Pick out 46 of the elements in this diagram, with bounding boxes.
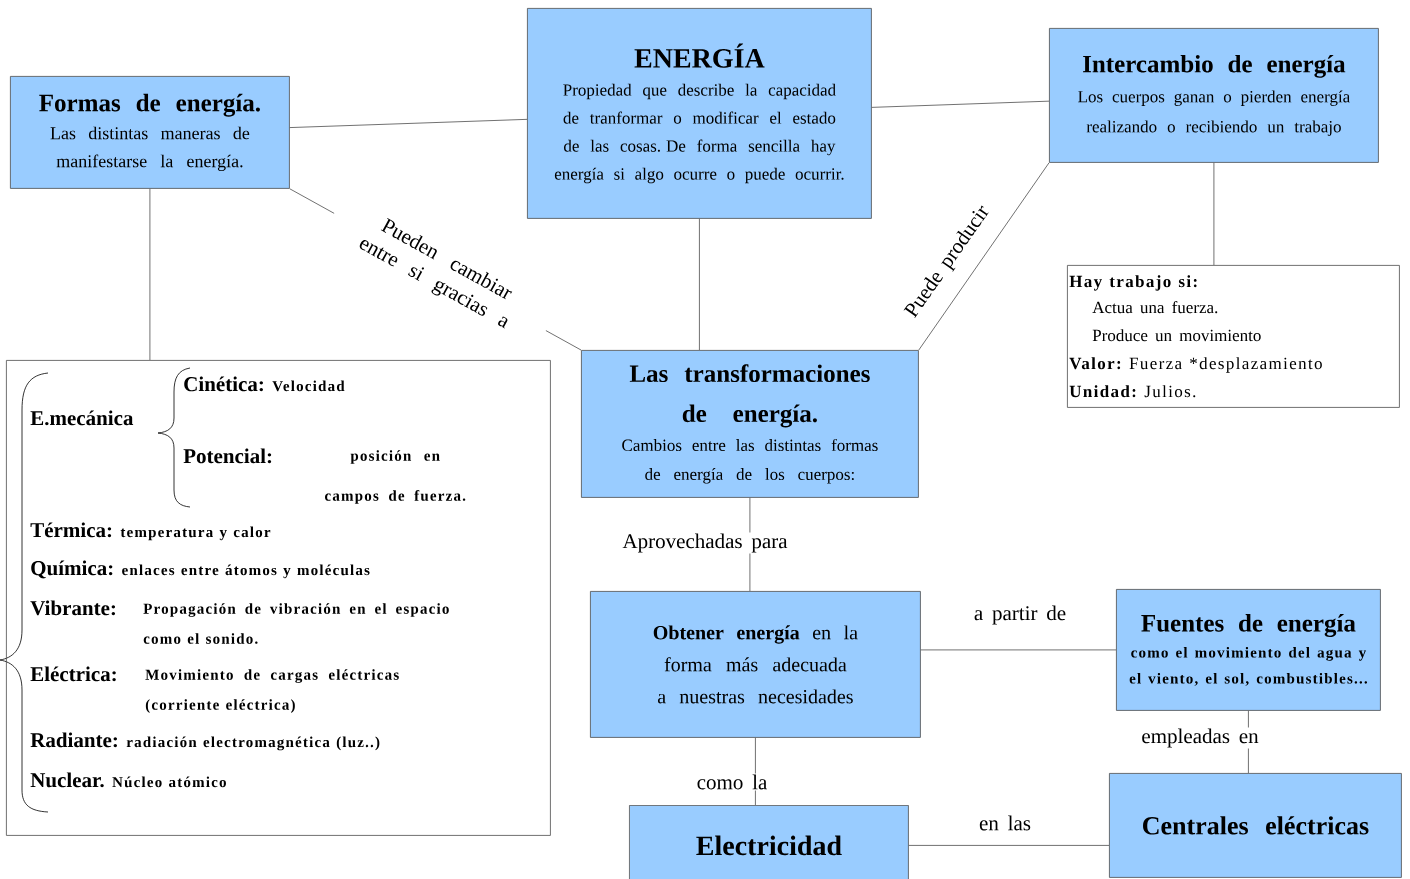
term-label: Potencial: xyxy=(183,448,272,464)
edge-label: en las xyxy=(978,814,1032,832)
concept-box: Obtener energía en la forma más adecuada a nuestras necesidades xyxy=(590,591,921,738)
concept-box: ENERGÍA Propiedad que describe la capacidad de tranformar o modificar el estado de las cosas. De forma sencilla hay energía si algo ocurre o puede ocurrir. xyxy=(527,8,872,219)
connector-line xyxy=(149,188,151,361)
connector-line xyxy=(755,737,756,806)
connector-line xyxy=(908,845,1110,846)
description-text: Propagación de vibración en el espacio como el sonido. xyxy=(143,603,449,644)
text-line: Actua una fuerza. xyxy=(1092,301,1218,314)
connector-line xyxy=(918,162,1050,351)
term-label: Valor: xyxy=(1069,357,1121,370)
term-label: Radiante: xyxy=(30,732,117,748)
text-line: Produce un movimiento xyxy=(1092,329,1261,342)
term-label: Vibrante: xyxy=(30,600,116,616)
description-text: Núcleo atómico xyxy=(112,776,226,788)
description-text: enlaces entre átomos y moléculas xyxy=(122,564,370,579)
term-label: Térmica: xyxy=(30,522,112,538)
description-text: temperatura y calor xyxy=(120,526,271,541)
description-text: Velocidad xyxy=(272,380,345,392)
connector-line xyxy=(699,218,700,351)
connector-line xyxy=(289,118,528,128)
connector-line xyxy=(920,649,1117,651)
description-text: Movimiento de cargas eléctricas (corriente eléctrica) xyxy=(145,669,399,713)
concept-box: Las transformaciones de energía. Cambios entre las distintas formas de energía de los cuerpos: xyxy=(581,350,919,498)
connector-line xyxy=(871,100,1050,108)
concept-box: Centrales eléctricas xyxy=(1109,773,1402,878)
concept-box: Fuentes de energía como el movimiento del agua y el viento, el sol, combustibles... xyxy=(1116,589,1381,711)
term-label: Hay trabajo si: xyxy=(1069,275,1197,291)
term-label: Química: xyxy=(31,560,113,579)
term-label: Nuclear. xyxy=(30,772,104,788)
term-label: Eléctrica: xyxy=(30,666,116,682)
description-text: posición en campos de fuerza. xyxy=(325,450,466,504)
term-label: E.mecánica xyxy=(30,410,134,426)
term-label: Cinética: xyxy=(184,376,263,392)
concept-box: Electricidad xyxy=(629,805,909,879)
concept-box: Intercambio de energía Los cuerpos ganan o pierden energía realizando o recibiendo un trabajo xyxy=(1049,28,1379,163)
description-text: Fuerza *desplazamiento xyxy=(1129,357,1322,373)
edge-label: Aprovechadas para xyxy=(621,532,789,554)
edge-label: empleadas en xyxy=(1140,727,1260,749)
term-label: Unidad: xyxy=(1069,385,1136,398)
description-text: radiación electromagnética (luz..) xyxy=(126,736,380,751)
edge-label: a partir de xyxy=(972,604,1068,626)
concept-box: Formas de energía. Las distintas maneras de manifestarse la energía. xyxy=(10,76,290,189)
edge-label: como la xyxy=(695,773,769,791)
connector-line xyxy=(1213,162,1215,266)
description-text: Julios. xyxy=(1144,385,1196,398)
